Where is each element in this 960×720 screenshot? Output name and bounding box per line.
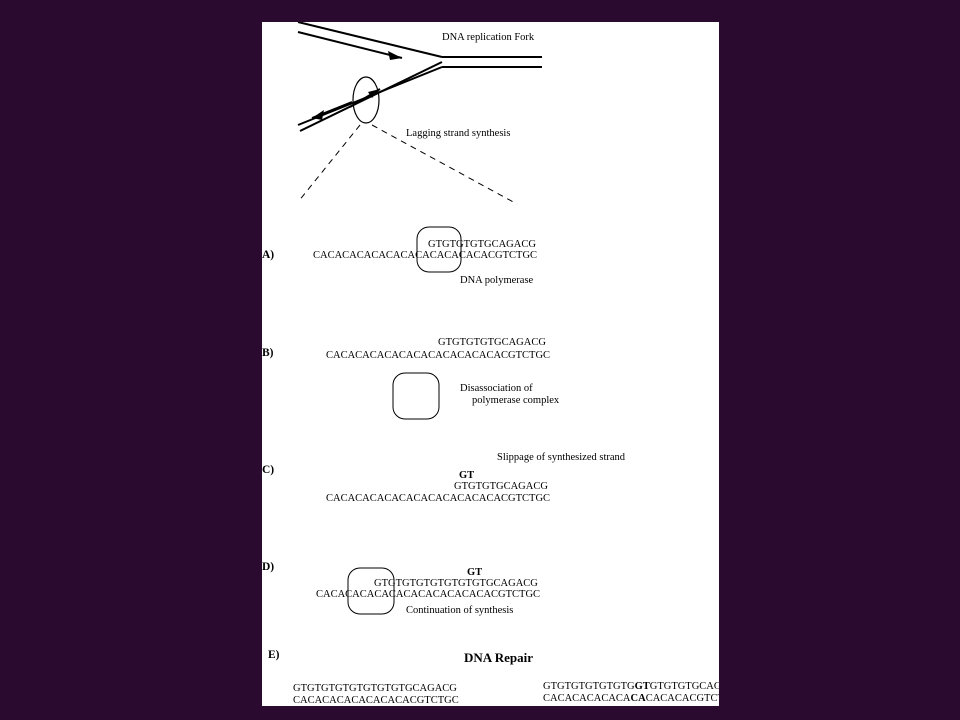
step-c-label: C)	[262, 464, 274, 476]
fork-top-strand	[297, 22, 443, 58]
polymerase-complex-reattached	[347, 567, 395, 615]
step-b-label: B)	[262, 347, 274, 359]
repair-right-bottom-c: CACACACGTCTGC	[646, 693, 719, 704]
repair-right-top-inserted: GT	[635, 681, 650, 692]
step-b: B) GTGTGTGTGCAGACG CACACACACACACACACACAC…	[262, 337, 560, 420]
replication-slippage-diagram: DNA replication Fork Lagging strand synt…	[262, 22, 719, 706]
zoom-ellipse	[352, 76, 380, 124]
leading-strand-arrow	[388, 51, 402, 60]
step-c-slipped-loop: GT	[459, 470, 474, 481]
step-c-caption: Slippage of synthesized strand	[497, 452, 626, 463]
step-d-bottom-sequence: CACACACACACACACACACACACACGTCTGC	[316, 589, 540, 600]
repair-right-top-a: GTGTGTGTGTGTG	[543, 681, 635, 692]
step-a: A) GTGTGTGTGCAGACG CACACACACACACACACACAC…	[262, 226, 537, 286]
step-d: D) GT GTGTGTGTGTGTGTGTGCAGACG CACACACACA…	[262, 561, 540, 616]
lagging-strand-label: Lagging strand synthesis	[406, 128, 510, 139]
repair-left-bottom-sequence: CACACACACACACACACGTCTGC	[293, 695, 459, 706]
step-e-label: E)	[268, 649, 280, 661]
lagging-strand-fragment	[311, 101, 353, 119]
zoom-line-left	[297, 124, 361, 203]
repair-right-bottom-sequence: CACACACACACACACACACACGTCTGC	[543, 693, 719, 704]
step-c: C) Slippage of synthesized strand GT GTG…	[262, 452, 626, 504]
step-d-caption: Continuation of synthesis	[406, 605, 513, 616]
step-e-title: DNA Repair	[464, 650, 533, 665]
step-c-top-sequence: GTGTGTGCAGACG	[454, 481, 548, 492]
slide-page: DNA replication Fork Lagging strand synt…	[262, 22, 719, 706]
repair-left-top-sequence: GTGTGTGTGTGTGTGTGCAGACG	[293, 683, 457, 694]
step-d-slipped-loop: GT	[467, 567, 482, 578]
fork-title: DNA replication Fork	[442, 32, 535, 43]
repair-right-bottom-a: CACACACACACA	[543, 693, 631, 704]
step-b-caption-line1: Disassociation of	[460, 383, 533, 394]
polymerase-complex	[416, 226, 462, 273]
step-d-label: D)	[262, 561, 274, 573]
step-b-bottom-sequence: CACACACACACACACACACACACACGTCTGC	[326, 350, 550, 361]
step-d-top-sequence: GTGTGTGTGTGTGTGTGCAGACG	[374, 578, 538, 589]
step-a-label: A)	[262, 249, 274, 261]
step-a-bottom-sequence: CACACACACACACACACACACACACGTCTGC	[313, 250, 537, 261]
step-b-top-sequence: GTGTGTGTGCAGACG	[438, 337, 546, 348]
repair-right-bottom-inserted: CA	[631, 693, 647, 704]
lagging-strand-fragment-2	[349, 88, 381, 108]
step-b-caption-line2: polymerase complex	[472, 395, 560, 406]
step-a-caption: DNA polymerase	[460, 275, 534, 286]
zoom-line-right	[371, 124, 518, 205]
fork-top-strand-inner	[297, 31, 403, 59]
step-e: E) DNA Repair GTGTGTGTGTGTGTGTGCAGACG CA…	[268, 649, 719, 706]
repair-right-top-c: GTGTGTGCAGACG	[650, 681, 719, 692]
step-a-top-sequence: GTGTGTGTGCAGACG	[428, 239, 536, 250]
step-c-bottom-sequence: CACACACACACACACACACACACACGTCTGC	[326, 493, 550, 504]
repair-right-top-sequence: GTGTGTGTGTGTGGTGTGTGTGCAGACG	[543, 681, 719, 692]
dissociated-polymerase	[392, 372, 440, 420]
